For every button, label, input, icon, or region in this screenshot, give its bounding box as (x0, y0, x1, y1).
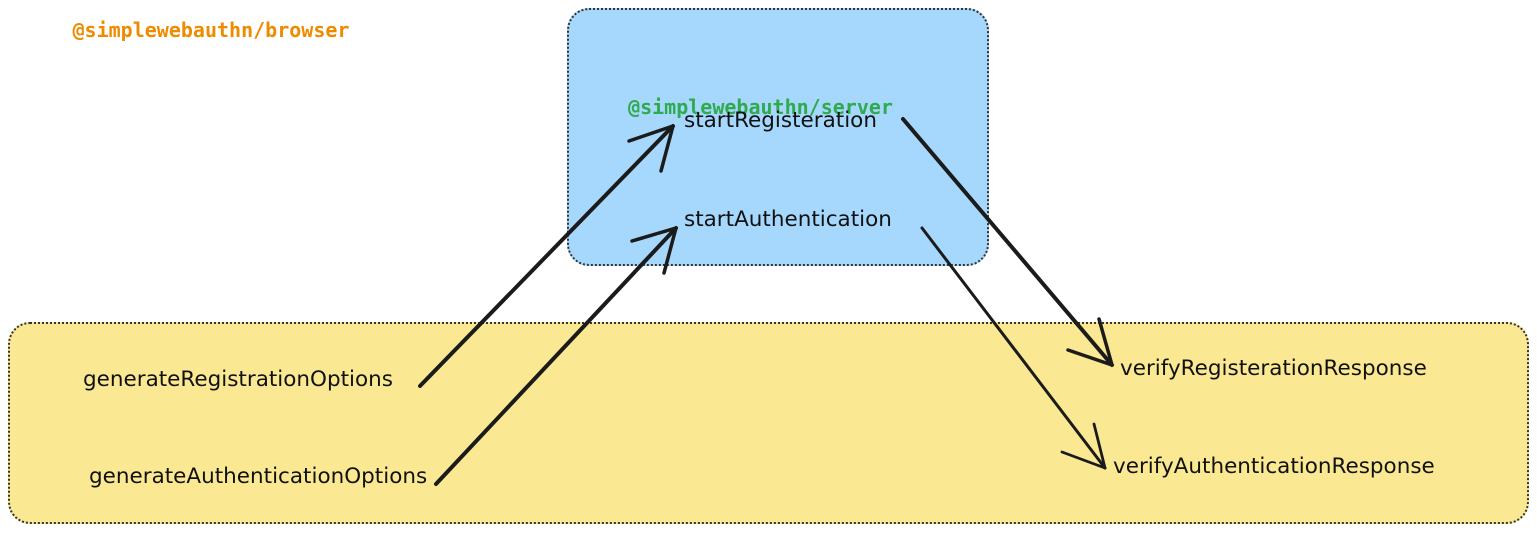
cluster-title-browser: @simplewebauthn/browser (72, 18, 350, 42)
node-generate-registration-options[interactable]: generateRegistrationOptions (83, 367, 394, 392)
cluster-title-server: @simplewebauthn/server (628, 95, 893, 119)
cluster-server (8, 322, 1529, 524)
node-verify-registration-response[interactable]: verifyRegisterationResponse (1120, 356, 1427, 381)
node-start-authentication[interactable]: startAuthentication (684, 207, 892, 232)
node-verify-authentication-response[interactable]: verifyAuthenticationResponse (1113, 454, 1435, 479)
node-generate-authentication-options[interactable]: generateAuthenticationOptions (89, 464, 428, 489)
node-start-registration[interactable]: startRegisteration (684, 108, 877, 133)
